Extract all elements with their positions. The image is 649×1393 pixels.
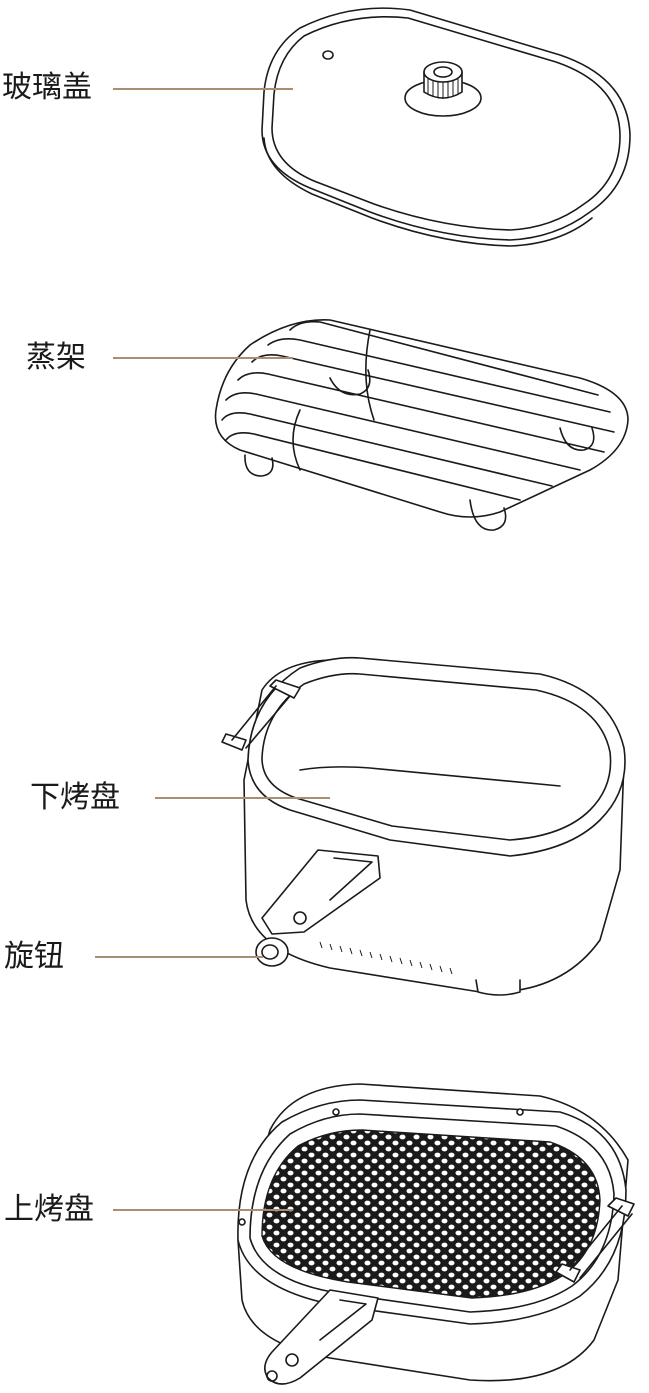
- label-lower-pan: 下烤盘: [30, 780, 120, 815]
- leader-glass-lid: [113, 88, 293, 90]
- leader-steam-rack: [113, 357, 293, 359]
- label-steam-rack: 蒸架: [26, 340, 86, 375]
- leader-lower-pan: [155, 797, 330, 799]
- label-knob: 旋钮: [4, 939, 64, 974]
- leader-upper-pan: [113, 1209, 293, 1211]
- label-glass-lid: 玻璃盖: [2, 70, 92, 105]
- glass-lid-drawing: [261, 7, 631, 247]
- steam-rack-drawing: [214, 319, 629, 531]
- lower-pan-drawing: [221, 656, 626, 996]
- label-upper-pan: 上烤盘: [4, 1192, 94, 1227]
- leader-knob: [95, 956, 263, 958]
